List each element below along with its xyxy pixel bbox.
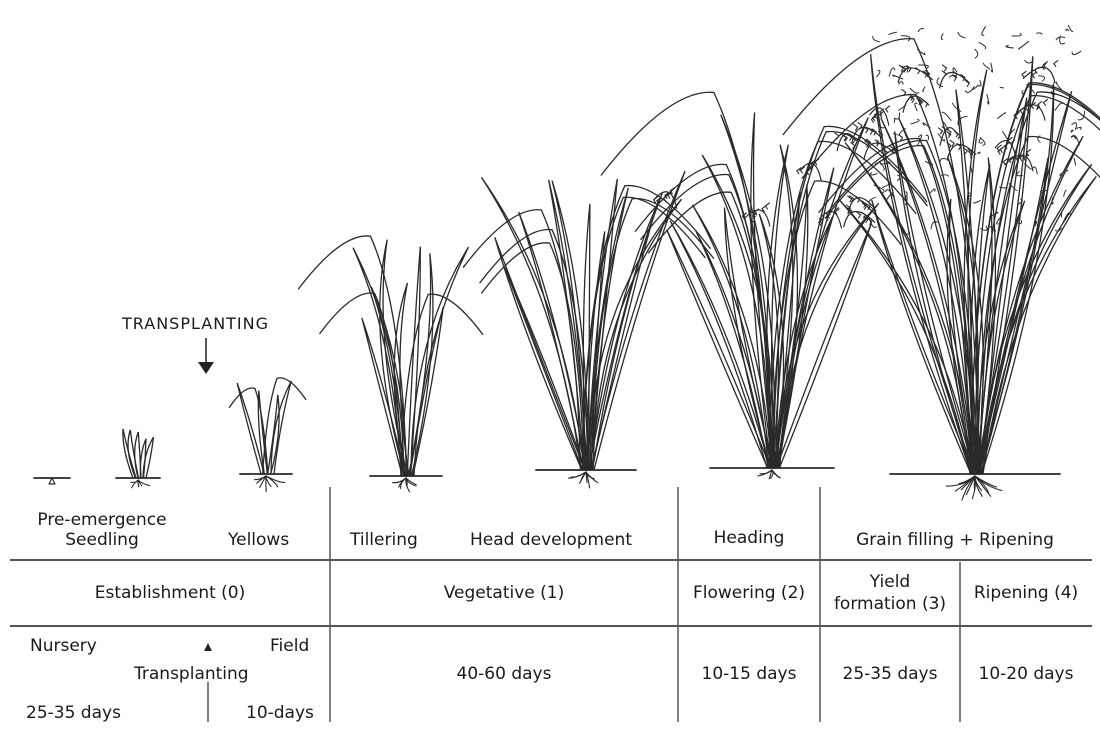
stage-label-pre-emergence: Pre-emergence (2, 510, 202, 530)
transplanting-arrow-top (198, 338, 214, 374)
transplanting-annotation: TRANSPLANTING (122, 314, 269, 334)
phase-label-flowering: Flowering (2) (678, 583, 820, 603)
duration-value-field: 10-days (246, 703, 314, 723)
phase-label-vegetative: Vegetative (1) (330, 583, 678, 603)
plant-grain-filling (783, 25, 1100, 500)
plant-head-development (463, 171, 713, 488)
duration-value-vegetative: 40-60 days (330, 664, 678, 684)
stage-label-seedling: Seedling (2, 530, 202, 550)
stage-label-grain-filling: Grain filling + Ripening (820, 530, 1090, 550)
rice-plant-illustrations (34, 25, 1100, 500)
duration-value-flowering: 10-15 days (678, 664, 820, 684)
stage-label-yellows: Yellows (228, 530, 289, 550)
phase-label-ripening: Ripening (4) (960, 583, 1092, 603)
duration-label-field: Field (270, 636, 309, 656)
duration-value-ripening: 10-20 days (960, 664, 1092, 684)
duration-label-nursery: Nursery (30, 636, 97, 656)
stage-label-tillering: Tillering (350, 530, 418, 550)
stage-label-heading: Heading (678, 528, 820, 548)
plant-seedling (116, 429, 160, 488)
stage-label-head-development: Head development (470, 530, 632, 550)
plant-yellows (229, 378, 305, 492)
duration-label-transplanting: Transplanting (134, 664, 249, 684)
phase-label-yield-line1: Yield (820, 572, 960, 592)
plant-pre-emergence (34, 478, 70, 484)
plant-tillering (299, 236, 483, 492)
transplanting-arrow-table (204, 643, 212, 651)
duration-value-nursery: 25-35 days (26, 703, 121, 723)
phase-label-yield-line2: formation (3) (820, 594, 960, 614)
phase-label-establishment: Establishment (0) (10, 583, 330, 603)
duration-value-yield: 25-35 days (820, 664, 960, 684)
plant-heading (601, 92, 927, 479)
